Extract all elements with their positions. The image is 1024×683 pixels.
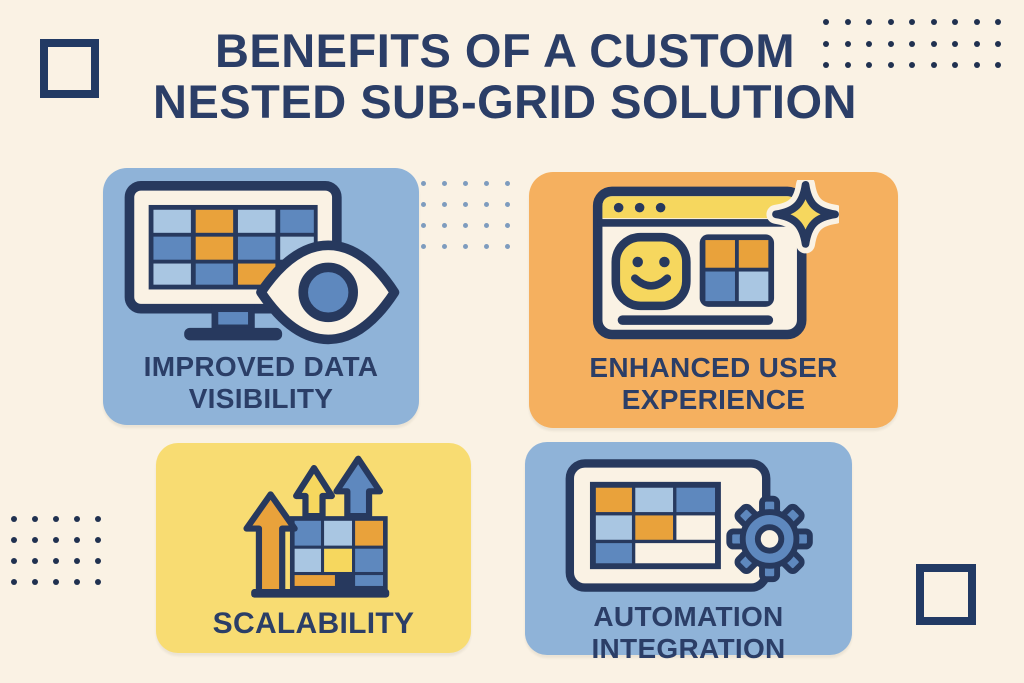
decor-dot [442, 223, 447, 228]
card-automation-integration: AUTOMATION INTEGRATION [525, 442, 852, 664]
card-scalability: SCALABILITY [156, 443, 471, 653]
decor-dot [11, 558, 17, 564]
decor-dot [844, 40, 851, 47]
decor-dot [463, 223, 468, 228]
decor-dot [952, 19, 958, 25]
decor-dot [844, 62, 851, 68]
decor-dot [53, 579, 59, 585]
decor-dot [53, 558, 59, 564]
decor-dot [909, 19, 915, 25]
card-label: IMPROVED DATA VISIBILITY [143, 351, 379, 414]
decor-dot [32, 537, 38, 543]
decor-dot [421, 181, 426, 186]
decor-dot [11, 537, 17, 543]
decor-dot [952, 40, 958, 47]
decor-dot [823, 62, 829, 68]
decor-dot [505, 244, 510, 249]
decor-dot [930, 62, 937, 68]
card-label: AUTOMATION INTEGRATION [591, 601, 786, 664]
decor-dot [973, 62, 980, 68]
decor-dots-center [421, 181, 526, 265]
decor-dots-left [11, 516, 116, 600]
decor-dot [484, 244, 489, 249]
decor-dot [463, 244, 468, 249]
infographic-title: BENEFITS OF A CUSTOM NESTED SUB-GRID SOL… [0, 24, 1010, 128]
decor-dot [95, 537, 101, 543]
decor-dot [995, 19, 1001, 25]
decor-dot [442, 244, 447, 249]
card-label: ENHANCED USER EXPERIENCE [589, 352, 838, 415]
decor-dot [505, 223, 510, 228]
decor-dot [930, 40, 937, 47]
decor-dot [442, 202, 447, 207]
decor-dot [421, 223, 426, 228]
decor-dot [421, 244, 426, 249]
decor-dot [995, 62, 1001, 68]
decor-dot [952, 62, 958, 68]
decor-dot [484, 223, 489, 228]
decor-dot [484, 202, 489, 207]
card-improved-data-visibility: IMPROVED DATA VISIBILITY [103, 168, 419, 425]
decor-dot [930, 19, 937, 25]
decor-dot [442, 181, 447, 186]
decor-dot [887, 40, 894, 47]
decor-dot [973, 19, 980, 25]
monitor-grid-eye-icon [120, 180, 402, 349]
decor-dot [95, 516, 101, 522]
decor-square-bottom-right [916, 564, 976, 625]
decor-dot [32, 516, 38, 522]
decor-dot [74, 516, 80, 522]
decor-dot [887, 19, 894, 25]
decor-dot [421, 202, 426, 207]
growth-arrows-grid-icon [231, 451, 397, 603]
decor-dot [995, 40, 1001, 47]
decor-dot [973, 40, 980, 47]
decor-dot [74, 579, 80, 585]
decor-dot [463, 202, 468, 207]
card-enhanced-user-experience: ENHANCED USER EXPERIENCE [529, 172, 898, 428]
decor-dot [823, 19, 829, 25]
decor-dot [909, 62, 915, 68]
decor-dot [823, 40, 829, 47]
decor-dot [74, 537, 80, 543]
browser-smiley-sparkle-icon [589, 175, 845, 344]
decor-dot [53, 516, 59, 522]
decor-dot [11, 516, 17, 522]
decor-dot [53, 537, 59, 543]
decor-dot [463, 181, 468, 186]
decor-dot [74, 558, 80, 564]
decor-dot [887, 62, 894, 68]
title-line-2: NESTED SUB-GRID SOLUTION [153, 74, 857, 128]
decor-dots-top-right [823, 19, 1017, 84]
card-label: SCALABILITY [212, 607, 415, 640]
decor-dot [95, 558, 101, 564]
title-line-1: BENEFITS OF A CUSTOM [214, 24, 796, 77]
decor-dot [484, 181, 489, 186]
decor-dot [909, 40, 915, 47]
decor-dot [866, 62, 872, 68]
decor-dot [866, 19, 872, 25]
decor-dot [505, 202, 510, 207]
decor-dot [32, 579, 38, 585]
decor-dot [866, 40, 872, 47]
decor-dot [505, 181, 510, 186]
decor-dot [844, 19, 851, 25]
decor-dot [11, 579, 17, 585]
decor-square-top-left [40, 39, 99, 98]
decor-dot [32, 558, 38, 564]
decor-dot [95, 579, 101, 585]
grid-gear-icon [563, 455, 815, 596]
